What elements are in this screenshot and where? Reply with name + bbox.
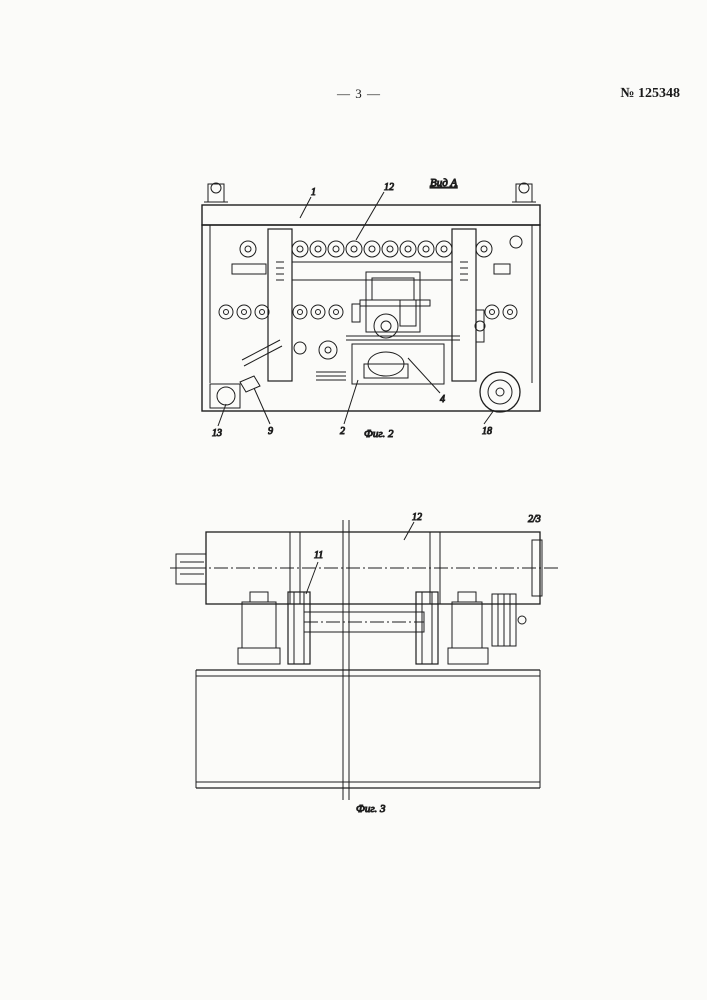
figure-3-caption: Фиг. 3 <box>356 803 386 815</box>
pulley <box>492 594 526 646</box>
bearing-right <box>448 592 488 664</box>
section-break-lines <box>343 520 349 800</box>
drum-hub-left <box>176 554 206 584</box>
base-beam <box>196 670 540 788</box>
bearing-left <box>238 592 280 664</box>
flange-left <box>288 592 310 664</box>
label-12-fig3: 12 <box>412 512 422 523</box>
label-fraction: 2/3 <box>528 514 541 525</box>
shaft <box>304 612 424 632</box>
label-11: 11 <box>314 550 323 561</box>
flange-right <box>416 592 438 664</box>
